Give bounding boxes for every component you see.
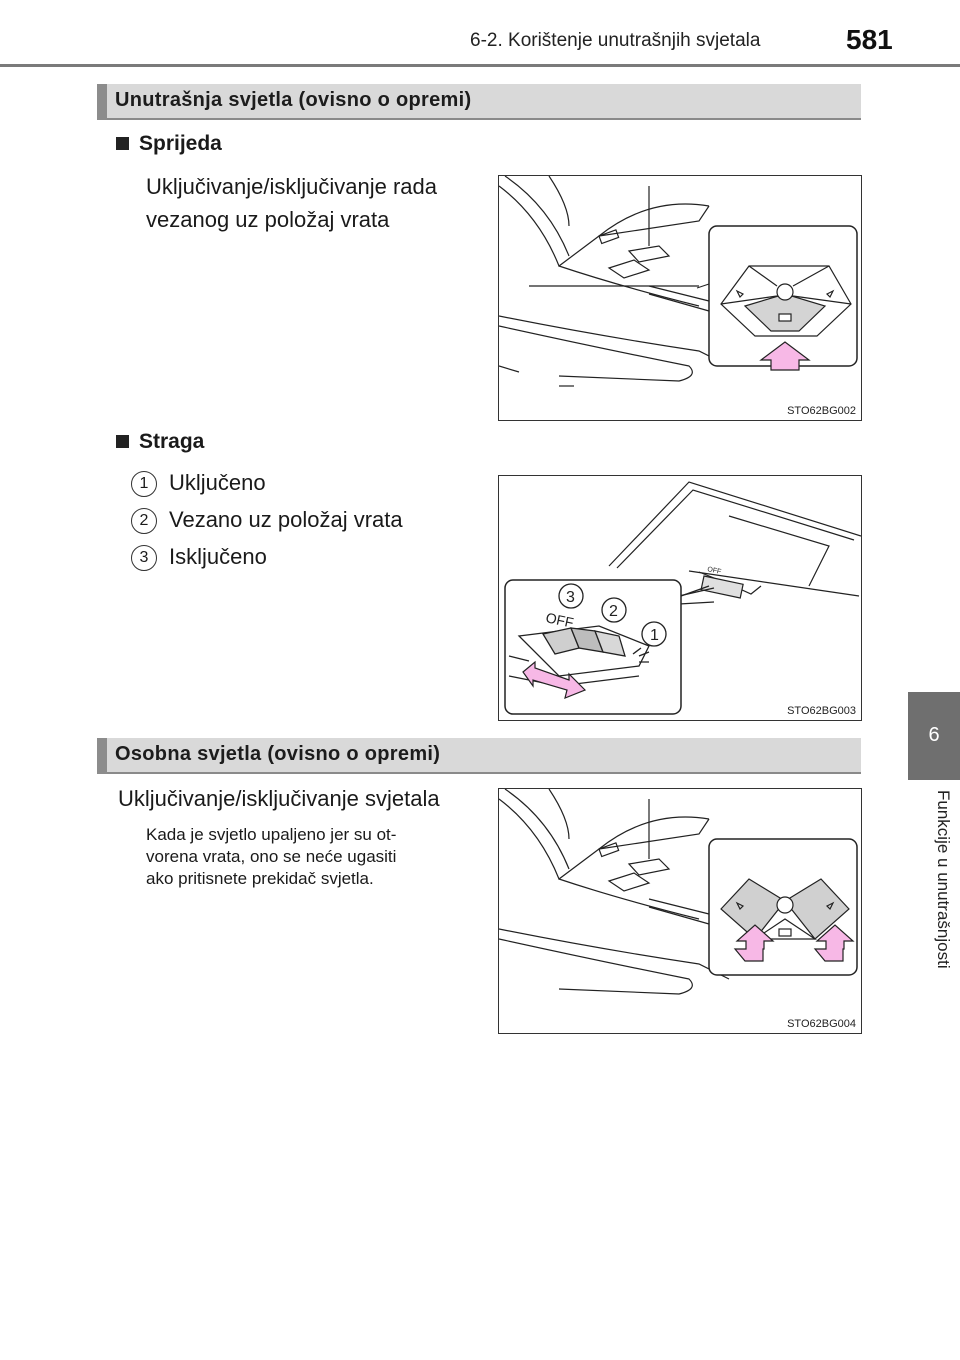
subhead-rear: Straga [116, 430, 204, 454]
subhead-front: Sprijeda [116, 132, 222, 156]
square-bullet-icon [116, 137, 129, 150]
section-title: Unutrašnja svjetla (ovisno o opremi) [115, 89, 472, 111]
personal-lights-note: Kada je svjetlo upaljeno jer su ot- vore… [146, 825, 397, 888]
figure-code: STO62BG003 [787, 705, 856, 717]
section-heading-personal-lights: Osobna svjetla (ovisno o opremi) [97, 738, 861, 774]
off-label: OFF [544, 609, 575, 630]
running-header: 6-2. Korištenje unutrašnjih svjetala [470, 30, 761, 51]
chapter-title: Funkcije u unutrašnjosti [934, 790, 953, 969]
figure-personal-lights: STO62BG004 [498, 788, 862, 1034]
section-title: Osobna svjetla (ovisno o opremi) [115, 743, 441, 765]
figure-code: STO62BG002 [787, 405, 856, 417]
number-badge: 3 [131, 545, 157, 571]
number-badge: 2 [131, 508, 157, 534]
chapter-number: 6 [928, 724, 940, 746]
callout-1: 1 [650, 627, 659, 644]
chapter-tab: 6 [908, 692, 960, 780]
page-number: 581 [846, 24, 893, 55]
figure-front-console: STO62BG002 [498, 175, 862, 421]
figure-code: STO62BG004 [787, 1018, 856, 1030]
section-heading-interior-lights: Unutrašnja svjetla (ovisno o opremi) [97, 84, 861, 120]
header-divider [0, 64, 960, 67]
number-badge: 1 [131, 471, 157, 497]
personal-lights-description: Uključivanje/isključivanje svjetala [118, 786, 440, 811]
front-description: Uključivanje/isključivanje rada vezanog … [146, 174, 438, 232]
svg-text:OFF: OFF [707, 566, 722, 576]
callout-2: 2 [609, 603, 618, 620]
callout-3: 3 [566, 589, 575, 606]
figure-rear-lamp: OFF 1 2 3 OFF STO62BG003 [498, 475, 862, 721]
square-bullet-icon [116, 435, 129, 448]
